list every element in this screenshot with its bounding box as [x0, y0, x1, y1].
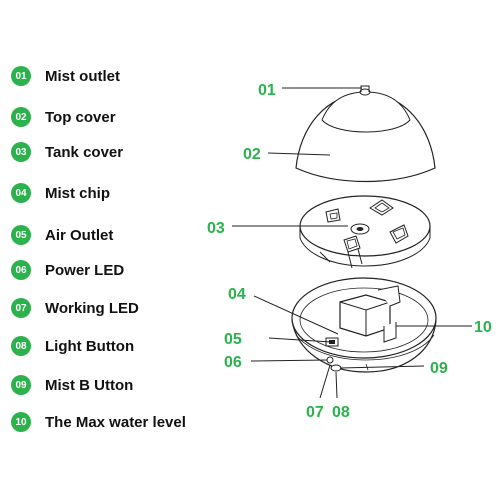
- legend-number-badge: 04: [11, 183, 31, 203]
- legend-item-mist-button: 09 Mist B Utton: [11, 373, 133, 397]
- callout-08: 08: [332, 404, 350, 421]
- legend-label: Power LED: [45, 261, 125, 279]
- callout-10: 10: [474, 319, 492, 336]
- legend-number-badge: 07: [11, 298, 31, 318]
- tank-cover-drawing: [299, 195, 431, 269]
- legend-number-badge: 06: [11, 260, 31, 280]
- legend-number-badge: 08: [11, 336, 31, 356]
- top-cover-drawing: [295, 85, 436, 183]
- legend-item-top-cover: 02 Top cover: [11, 105, 116, 129]
- legend-label: Top cover: [45, 108, 116, 126]
- legend-item-tank-cover: 03 Tank cover: [11, 140, 123, 164]
- legend-item-power-led: 06 Power LED: [11, 258, 124, 282]
- legend-label: Air Outlet: [45, 226, 114, 244]
- leader-lines: [232, 87, 472, 399]
- callout-03: 03: [207, 220, 225, 237]
- legend-number-badge: 05: [11, 225, 31, 245]
- legend-number-badge: 09: [11, 375, 31, 395]
- legend-label: Tank cover: [45, 143, 124, 161]
- callout-09: 09: [430, 360, 448, 377]
- callout-07: 07: [306, 404, 324, 421]
- legend-number-badge: 10: [11, 412, 31, 432]
- callout-01: 01: [258, 82, 276, 99]
- legend-label: Mist outlet: [45, 67, 120, 85]
- legend-item-air-outlet: 05 Air Outlet: [11, 223, 113, 247]
- parts-legend: 01 Mist outlet 02 Top cover 03 Tank cove…: [0, 0, 230, 500]
- legend-item-light-button: 08 Light Button: [11, 334, 134, 358]
- legend-number-badge: 01: [11, 66, 31, 86]
- callout-05: 05: [224, 331, 242, 348]
- callout-06: 06: [224, 354, 242, 371]
- legend-label: The Max water level: [45, 413, 186, 431]
- legend-item-working-led: 07 Working LED: [11, 296, 139, 320]
- legend-item-mist-chip: 04 Mist chip: [11, 181, 110, 205]
- legend-number-badge: 03: [11, 142, 31, 162]
- legend-label: Working LED: [45, 299, 139, 317]
- legend-label: Mist chip: [45, 184, 111, 202]
- callout-02: 02: [243, 146, 261, 163]
- legend-label: Light Button: [45, 337, 135, 355]
- base-drawing: [291, 277, 437, 373]
- legend-label: Mist B Utton: [45, 376, 134, 394]
- legend-item-mist-outlet: 01 Mist outlet: [11, 64, 120, 88]
- legend-number-badge: 02: [11, 107, 31, 127]
- legend-item-max-water-level: 10 The Max water level: [11, 410, 186, 434]
- callout-04: 04: [228, 286, 246, 303]
